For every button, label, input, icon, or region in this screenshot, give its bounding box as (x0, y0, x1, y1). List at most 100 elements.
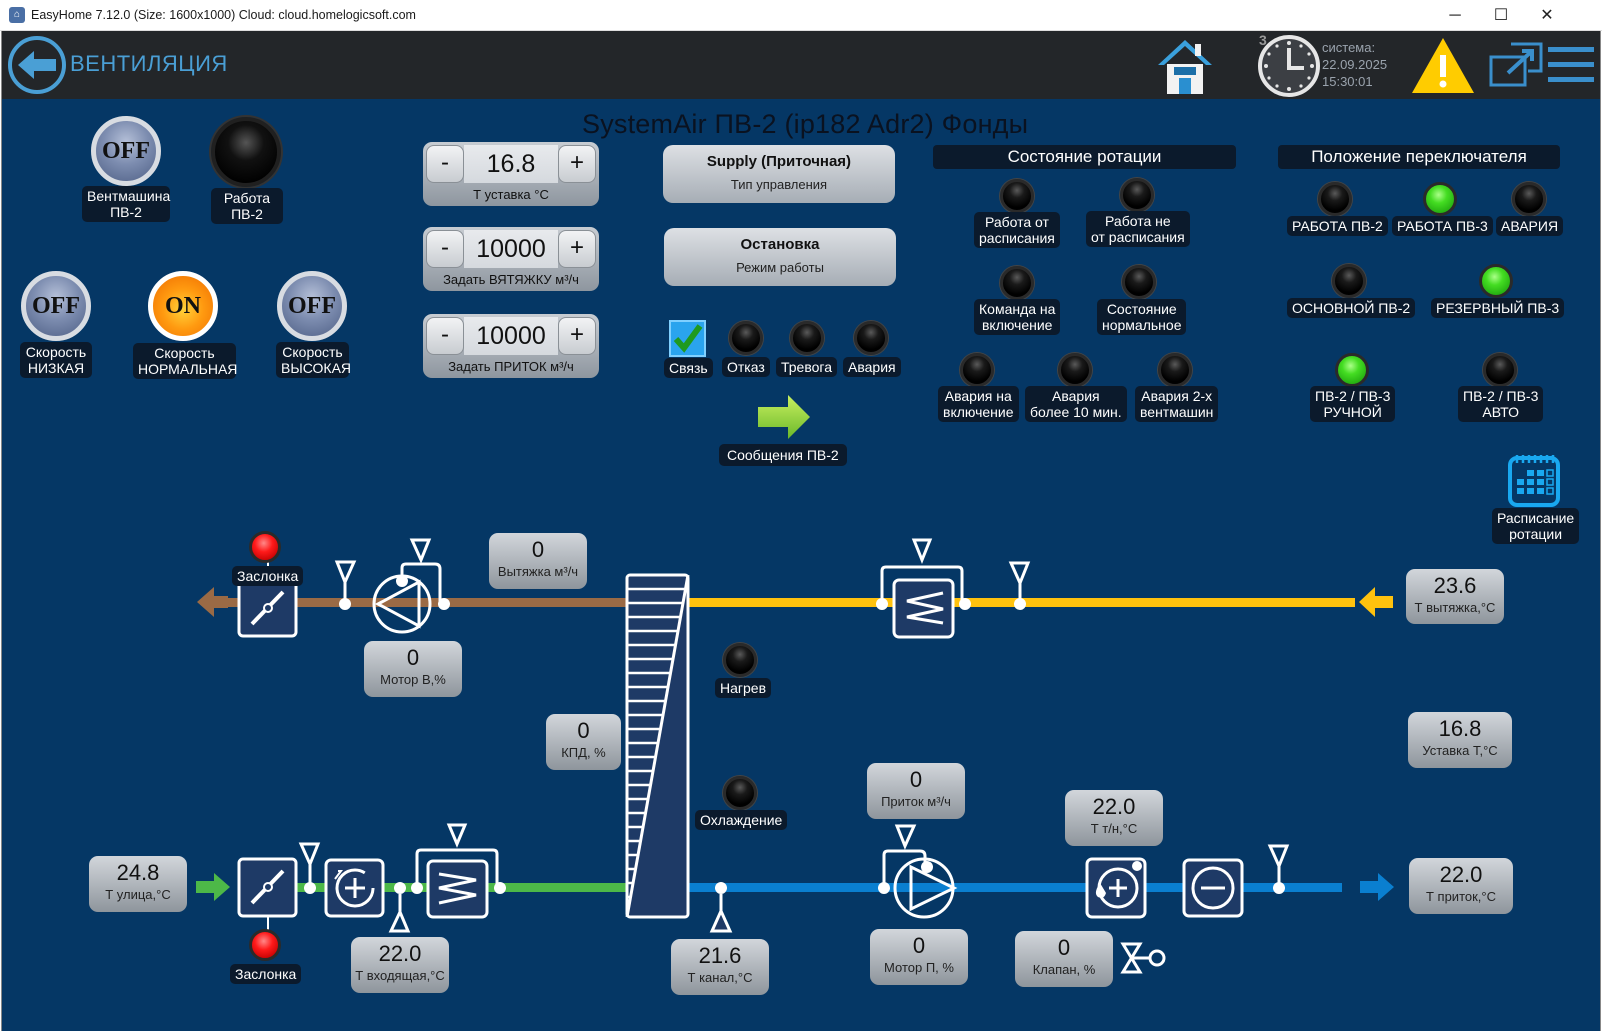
rotation-lamp-two-fans-fault (1158, 353, 1192, 387)
supply-outlet-arrow (1360, 873, 1394, 901)
ventilation-diagram (196, 538, 1394, 974)
heating-label: Нагрев (715, 678, 772, 698)
supply-damper-icon[interactable] (237, 857, 298, 931)
app-canvas: ВЕНТИЛЯЦИЯ 3 система: 22.09.2025 15:30:0… (1, 31, 1601, 1031)
system-datetime: система: 22.09.2025 15:30:01 (1322, 39, 1387, 90)
speed-low-toggle[interactable]: OFF (21, 271, 91, 341)
exhaust-damper-label: Заслонка (232, 566, 304, 586)
operating-mode-button[interactable]: Остановка Режим работы (664, 228, 896, 286)
window-titlebar: ⌂ EasyHome 7.12.0 (Size: 1600x1000) Clou… (0, 0, 1602, 31)
alarm-label: Тревога (776, 357, 837, 377)
system-label: система: (1322, 40, 1376, 55)
switch-label-work-pv2: РАБОТА ПВ-2 (1287, 216, 1388, 236)
exhaust-flow-caption: Задать ВЯТЯЖКУ м³/ч (443, 272, 579, 287)
setpoint-decrement-button[interactable]: - (426, 145, 464, 183)
work-lamp (211, 117, 281, 187)
setpoint-value[interactable]: 16.8 (464, 145, 558, 183)
supply-flow-value[interactable]: 10000 (464, 317, 558, 355)
supply-fan-icon[interactable] (878, 824, 958, 919)
connection-checkbox (669, 320, 706, 357)
clock-badge: 3 (1259, 32, 1267, 48)
home-icon[interactable] (1154, 35, 1216, 97)
supply-flow-decrement-button[interactable]: - (426, 317, 464, 355)
rotation-lamp-not-schedule (1120, 178, 1154, 212)
minimize-button[interactable]: ─ (1449, 7, 1461, 24)
supply-filter-icon (411, 823, 506, 919)
popout-icon[interactable] (1488, 41, 1544, 89)
control-type-caption: Тип управления (730, 177, 828, 192)
switch-lamp-work-pv3 (1423, 182, 1457, 216)
messages-link[interactable]: Сообщения ПВ-2 (719, 444, 847, 466)
switch-label-work-pv3: РАБОТА ПВ-3 (1392, 216, 1493, 236)
supply-sensor-icon (1267, 844, 1290, 894)
channel-sensor-icon (709, 882, 733, 933)
valve-icon[interactable] (1120, 942, 1166, 974)
preheater-icon[interactable] (324, 858, 385, 918)
control-type-button[interactable]: Supply (Приточная) Тип управления (663, 145, 895, 203)
switch-lamp-manual (1335, 353, 1369, 387)
clock-icon[interactable] (1256, 33, 1322, 99)
menu-icon[interactable] (1546, 45, 1596, 85)
supply-flow-increment-button[interactable]: + (558, 317, 596, 355)
connection-label: Связь (664, 358, 713, 378)
speed-normal-toggle[interactable]: ON (148, 271, 218, 341)
exhaust-flow-increment-button[interactable]: + (558, 230, 596, 268)
exhaust-inlet-sensor-icon (1008, 561, 1031, 610)
exhaust-fan-icon[interactable] (372, 538, 450, 634)
switch-label-reserve-pv3: РЕЗЕРВНЫЙ ПВ-3 (1431, 298, 1565, 318)
switch-lamp-auto (1483, 353, 1517, 387)
header-bar: ВЕНТИЛЯЦИЯ 3 система: 22.09.2025 15:30:0… (2, 31, 1600, 99)
operating-mode-value: Остановка (740, 236, 820, 253)
supply-damper-label: Заслонка (230, 964, 302, 984)
exhaust-flow-value[interactable]: 10000 (464, 230, 558, 268)
switch-lamp-work-pv2 (1318, 182, 1352, 216)
close-button[interactable]: ✕ (1540, 7, 1554, 24)
exhaust-sensor-icon (334, 560, 357, 610)
setpoint-increment-button[interactable]: + (558, 145, 596, 183)
back-arrow-icon[interactable] (6, 34, 68, 96)
system-date: 22.09.2025 (1322, 57, 1388, 72)
exhaust-duct-out (227, 598, 627, 607)
exhaust-flow-decrement-button[interactable]: - (426, 230, 464, 268)
exhaust-damper-icon[interactable] (237, 558, 298, 638)
rotation-lamp-start-fault (960, 353, 994, 387)
supply-flow-caption: Задать ПРИТОК м³/ч (448, 359, 574, 374)
fan-machine-toggle[interactable]: OFF (91, 116, 161, 186)
unit-title: SystemAir ПВ-2 (ip182 Adr2) Фонды (582, 109, 1029, 139)
rotation-section-title: Состояние ротации (933, 145, 1236, 169)
messages-arrow-icon[interactable] (756, 393, 812, 441)
warning-icon[interactable] (1410, 35, 1476, 95)
cooling-label: Охлаждение (695, 810, 788, 830)
exhaust-outlet-arrow (197, 587, 228, 617)
setpoint-stepper: - 16.8 + Т уставка °С (423, 142, 599, 206)
maximize-button[interactable]: ☐ (1493, 7, 1509, 24)
water-heater-icon[interactable] (1085, 857, 1147, 919)
switch-lamp-reserve-pv3 (1479, 264, 1513, 298)
incoming-sensor-icon (388, 882, 411, 933)
speed-high-toggle[interactable]: OFF (277, 271, 347, 341)
alarm-lamp (790, 321, 824, 355)
cooler-icon[interactable] (1182, 858, 1244, 918)
calendar-icon[interactable] (1507, 450, 1561, 508)
